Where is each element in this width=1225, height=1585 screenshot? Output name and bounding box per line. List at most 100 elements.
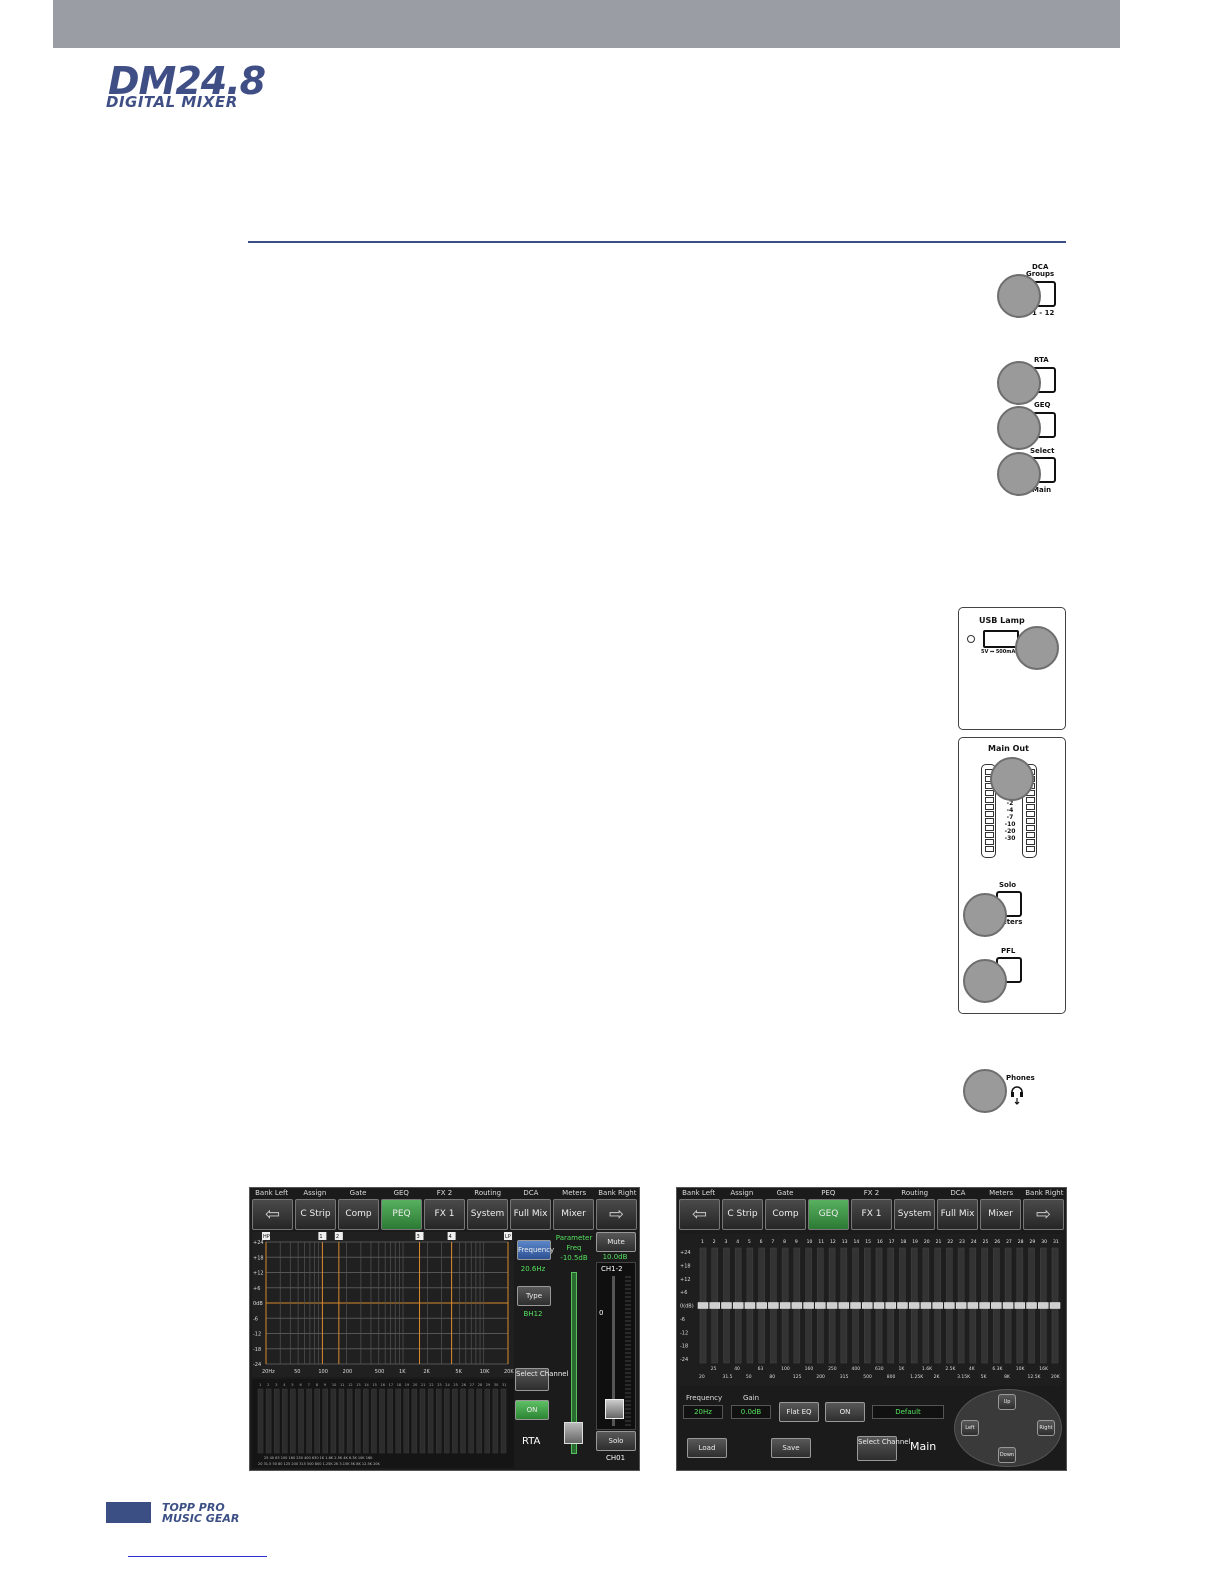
tab-c-strip[interactable]: C Strip [722, 1199, 763, 1230]
geq-slider-handle[interactable] [1049, 1302, 1061, 1309]
footer-link-underline[interactable] [128, 1556, 267, 1557]
geq-slider-handle[interactable] [791, 1302, 803, 1309]
geq-slider-handle[interactable] [979, 1302, 990, 1309]
peq-band-marker[interactable] [504, 1232, 512, 1240]
geq-slider-handle[interactable] [850, 1302, 861, 1309]
geq-freq-label: 31.5 [722, 1374, 732, 1380]
usb-port[interactable] [983, 630, 1019, 648]
nav-left-button[interactable]: Left [961, 1420, 979, 1436]
bank-right-arrow-icon[interactable]: ⇨ [596, 1199, 637, 1230]
geq-slider-handle[interactable] [1002, 1302, 1014, 1309]
rta-band-number: 28 [478, 1383, 482, 1387]
geq-slider-handle[interactable] [1026, 1302, 1037, 1309]
tab-fx-1[interactable]: FX 1 [424, 1199, 465, 1230]
nav-up-button[interactable]: Up [998, 1394, 1016, 1410]
geq-slider-handle[interactable] [955, 1302, 967, 1309]
nav-down-button[interactable]: Down [998, 1447, 1016, 1463]
geq-select-channel-button[interactable]: Select Channel [857, 1436, 911, 1461]
geq-slider-handle[interactable] [744, 1302, 756, 1309]
mute-button[interactable]: Mute [596, 1232, 636, 1252]
tab-fx-1[interactable]: FX 1 [851, 1199, 892, 1230]
rta-band-number: 26 [462, 1383, 466, 1387]
tab-full-mix[interactable]: Full Mix [937, 1199, 978, 1230]
geq-slider-handle[interactable] [873, 1302, 885, 1309]
bank-right-arrow-icon[interactable]: ⇨ [1023, 1199, 1064, 1230]
select-channel-button[interactable]: Select Channel [515, 1368, 569, 1391]
meter-left [981, 764, 996, 858]
geq-freq-label: 1K [898, 1366, 905, 1372]
rta-band-bar [371, 1388, 377, 1454]
tab-comp[interactable]: Comp [338, 1199, 379, 1230]
tab-label: GEQ [393, 1189, 409, 1197]
geq-slider-handle[interactable] [991, 1302, 1002, 1309]
peq-band-marker[interactable] [334, 1232, 343, 1240]
tab-c-strip[interactable]: C Strip [295, 1199, 336, 1230]
tab-comp[interactable]: Comp [765, 1199, 806, 1230]
tab-mixer[interactable]: Mixer [980, 1199, 1021, 1230]
rta-label: RTA [1034, 356, 1049, 364]
geq-slider-handle[interactable] [1038, 1302, 1049, 1309]
tab-geq[interactable]: GEQ [808, 1199, 849, 1230]
geq-slider-handle[interactable] [838, 1302, 850, 1309]
peq-y-tick: -12 [253, 1332, 261, 1338]
geq-band-number: 3 [724, 1239, 727, 1245]
geq-y-tick: +6 [680, 1290, 687, 1296]
peq-band-marker[interactable] [318, 1232, 327, 1240]
geq-slider-handle[interactable] [803, 1302, 814, 1309]
geq-slider-handle[interactable] [756, 1302, 767, 1309]
peq-band-marker[interactable] [415, 1232, 424, 1240]
geq-slider-handle[interactable] [697, 1302, 709, 1309]
load-button[interactable]: Load [687, 1438, 727, 1458]
geq-slider-handle[interactable] [815, 1302, 826, 1309]
tab-mixer[interactable]: Mixer [553, 1199, 594, 1230]
parameter-slider-handle[interactable] [564, 1422, 583, 1444]
bank-left-arrow-icon[interactable]: ⇦ [679, 1199, 720, 1230]
geq-freq-label: 63 [758, 1366, 764, 1372]
tab-system[interactable]: System [894, 1199, 935, 1230]
geq-slider-handle[interactable] [885, 1302, 896, 1309]
frequency-button[interactable]: Frequency [517, 1240, 554, 1260]
geq-slider-handle[interactable] [897, 1302, 908, 1309]
peq-band-marker[interactable] [262, 1232, 270, 1240]
geq-slider-handle[interactable] [932, 1302, 943, 1309]
callout-marker [963, 893, 1007, 937]
geq-slider-handle[interactable] [721, 1302, 732, 1309]
tab-peq[interactable]: PEQ [381, 1199, 422, 1230]
geq-slider-handle[interactable] [768, 1302, 779, 1309]
rta-band-bar [387, 1388, 393, 1454]
meter-scale-label: -10 [1004, 821, 1016, 828]
preset-name[interactable]: Default [872, 1405, 944, 1419]
rta-band-bar [379, 1388, 385, 1454]
geq-freq-label: 160 [805, 1366, 814, 1372]
geq-slider-handle[interactable] [1014, 1302, 1026, 1309]
parameter-slider[interactable] [571, 1272, 577, 1454]
geq-on-button[interactable]: ON [825, 1402, 865, 1422]
flat-eq-button[interactable]: Flat EQ [779, 1402, 819, 1422]
on-button[interactable]: ON [515, 1400, 549, 1420]
geq-slider-handle[interactable] [779, 1302, 791, 1309]
geq-y-tick: -6 [680, 1317, 685, 1323]
peq-band-marker[interactable] [447, 1232, 456, 1240]
geq-slider-handle[interactable] [908, 1302, 920, 1309]
fader-zero-label: 0 [599, 1309, 604, 1317]
bank-left-arrow-icon[interactable]: ⇦ [252, 1199, 293, 1230]
geq-freq-label: 800 [887, 1374, 896, 1380]
solo-button[interactable]: Solo [596, 1431, 636, 1451]
tab-full-mix[interactable]: Full Mix [510, 1199, 551, 1230]
type-button[interactable]: Type [517, 1286, 551, 1306]
geq-slider-handle[interactable] [920, 1302, 932, 1309]
geq-slider-handle[interactable] [967, 1302, 979, 1309]
geq-gain-value: 0.0dB [731, 1405, 771, 1419]
channel-fader-handle[interactable] [605, 1399, 624, 1419]
footer-block [106, 1502, 151, 1523]
save-button[interactable]: Save [771, 1438, 811, 1458]
geq-slider-handle[interactable] [709, 1302, 720, 1309]
nav-right-button[interactable]: Right [1037, 1420, 1055, 1436]
geq-slider-handle[interactable] [862, 1302, 873, 1309]
tab-system[interactable]: System [467, 1199, 508, 1230]
geq-slider-handle[interactable] [826, 1302, 838, 1309]
geq-slider-handle[interactable] [944, 1302, 955, 1309]
geq-slider-handle[interactable] [732, 1302, 744, 1309]
